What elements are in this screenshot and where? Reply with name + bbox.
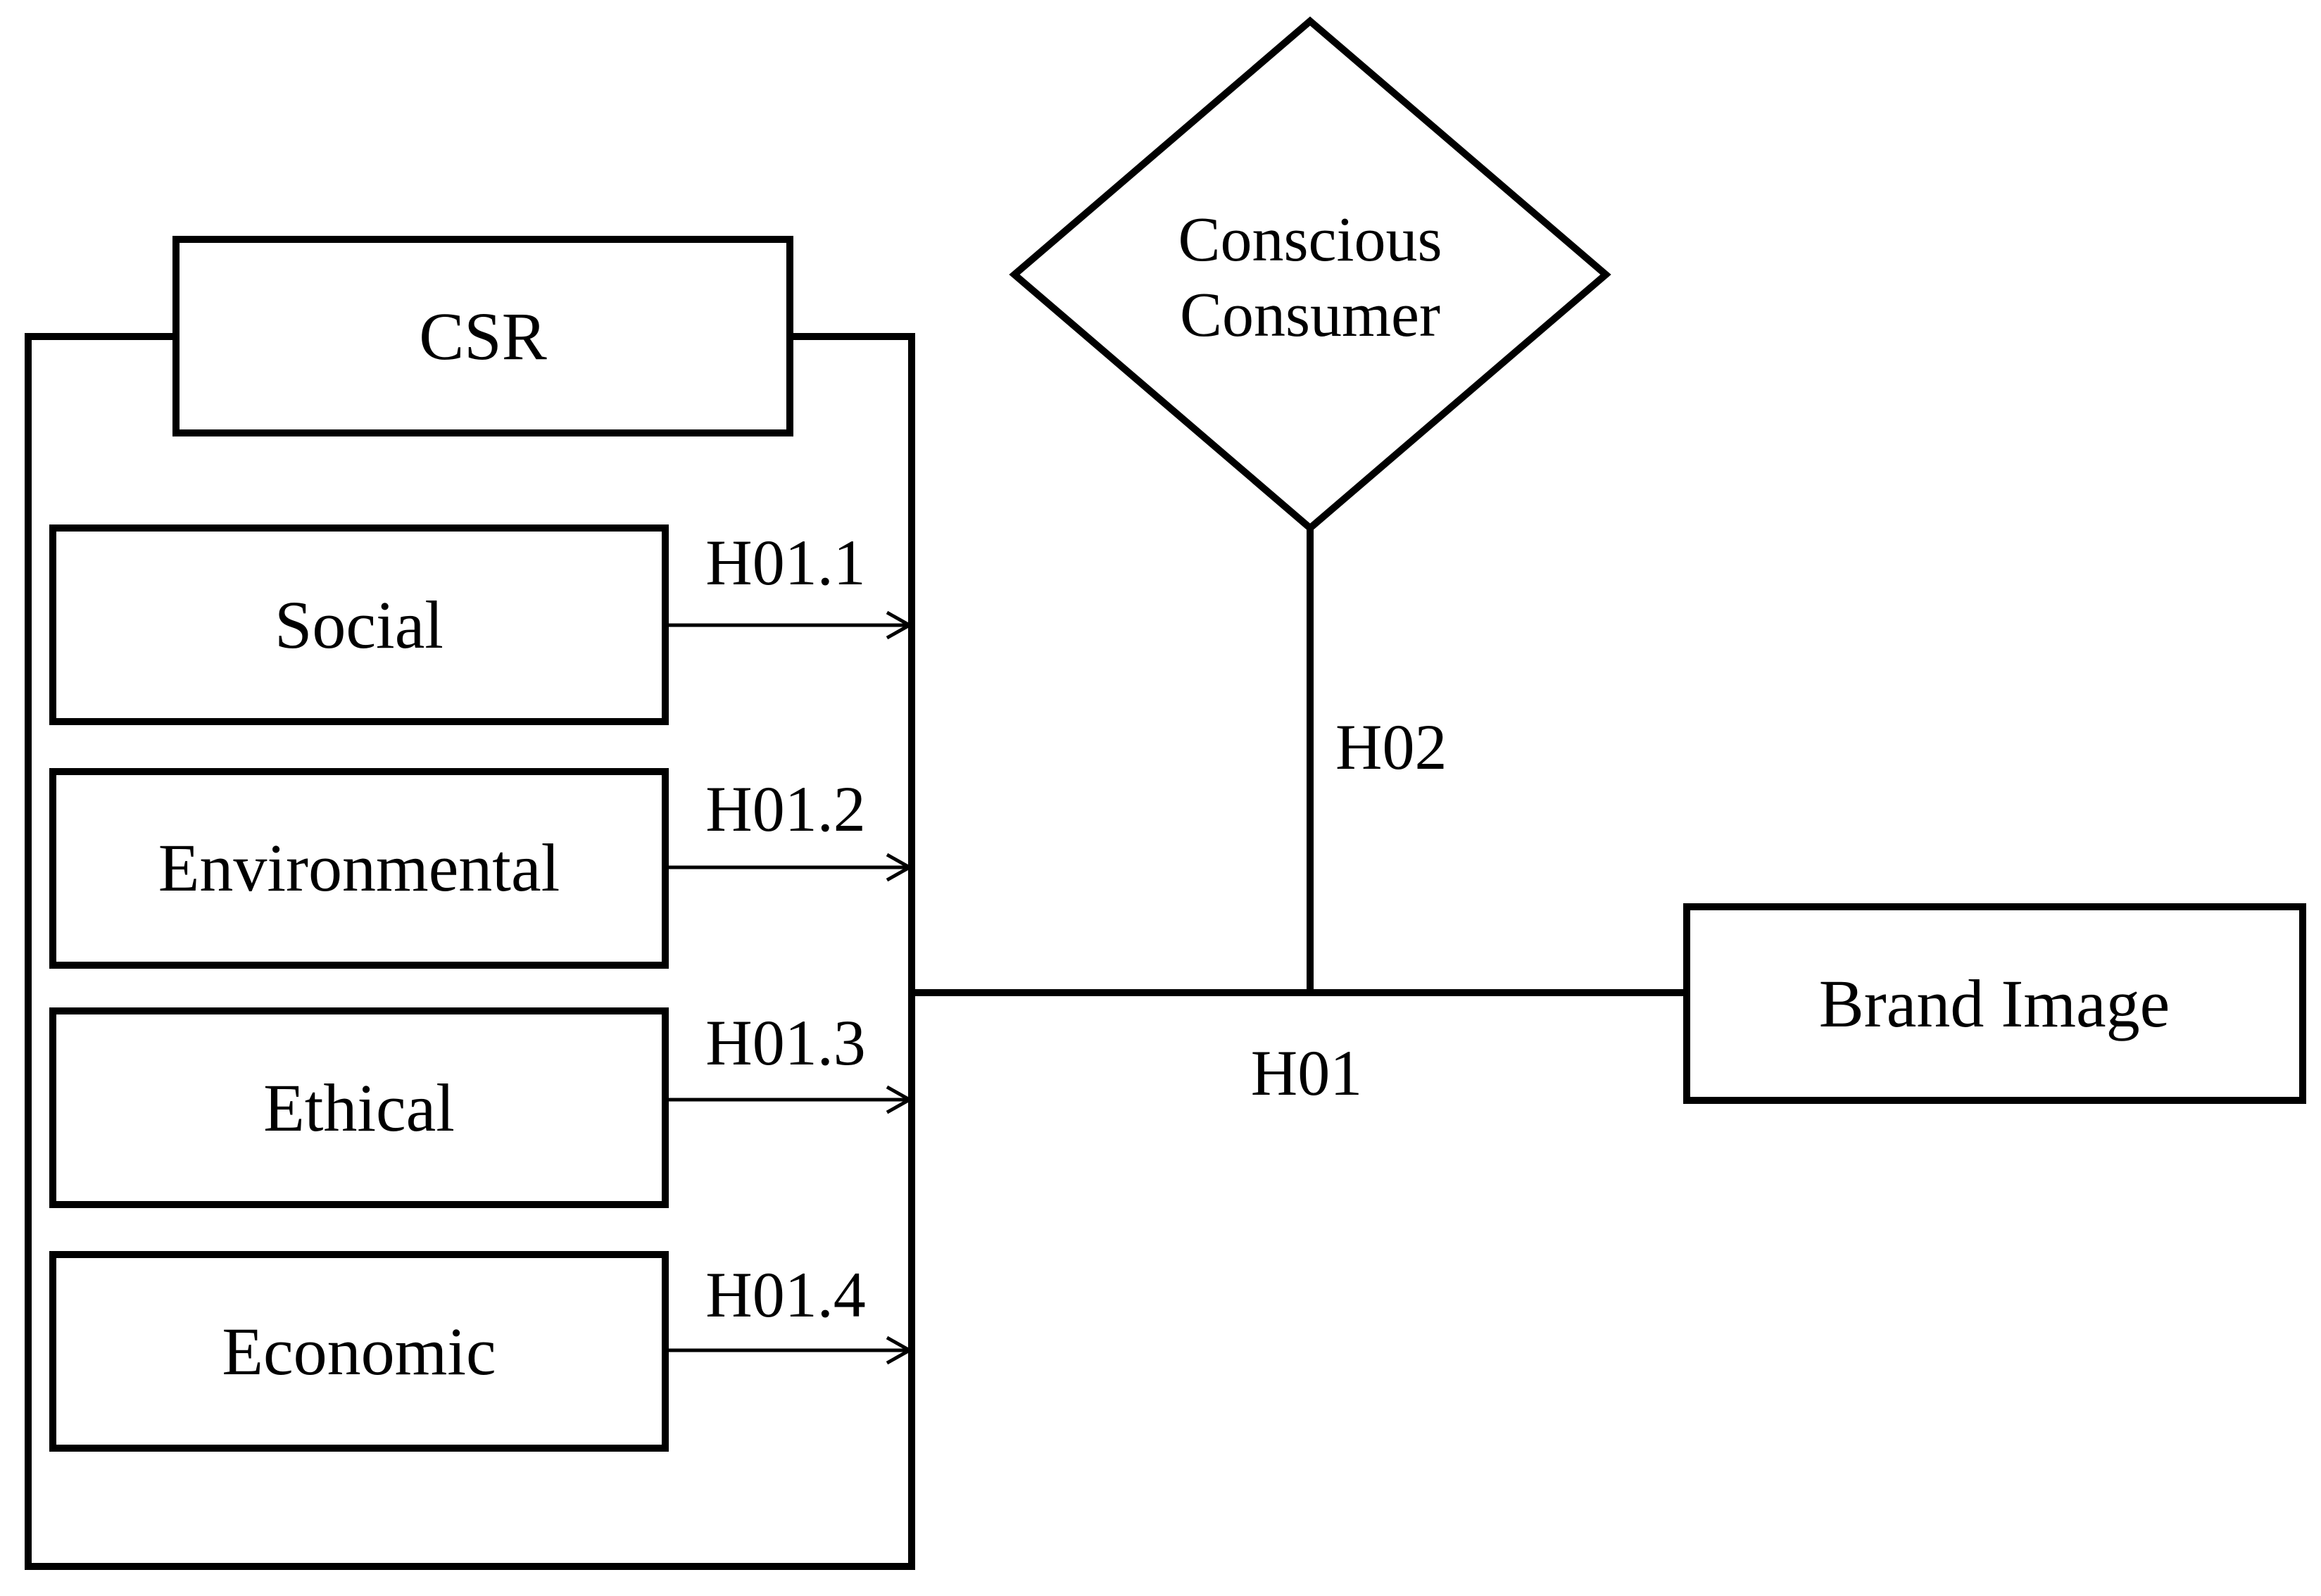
hypothesis-h01-4: H01.4 [705,1259,865,1331]
hypothesis-h01-1: H01.1 [705,527,865,598]
ethical-label: Ethical [263,1070,455,1145]
moderator-diamond: Conscious Consumer [1009,16,1611,533]
social-label: Social [275,587,444,662]
dimension-box-economic: Economic [49,1251,669,1452]
hypothesis-h01-2: H01.2 [705,773,865,845]
environmental-label: Environmental [158,830,560,905]
csr-container [25,333,915,1570]
hypothesis-h01-3: H01.3 [705,1007,865,1079]
dimension-box-social: Social [49,524,669,725]
hypothesis-h01: H01 [1251,1037,1362,1109]
dimension-box-environmental: Environmental [49,768,669,969]
brand-image-label: Brand Image [1819,966,2170,1041]
moderator-label-line2: Consumer [1180,280,1440,350]
economic-label: Economic [222,1314,496,1389]
outcome-box-brand-image: Brand Image [1683,903,2306,1104]
dimension-box-ethical: Ethical [49,1007,669,1208]
moderator-label-line1: Conscious [1178,205,1442,275]
hypothesis-h02: H02 [1335,711,1447,783]
csr-title-box: CSR [172,236,793,436]
csr-label: CSR [419,299,546,374]
